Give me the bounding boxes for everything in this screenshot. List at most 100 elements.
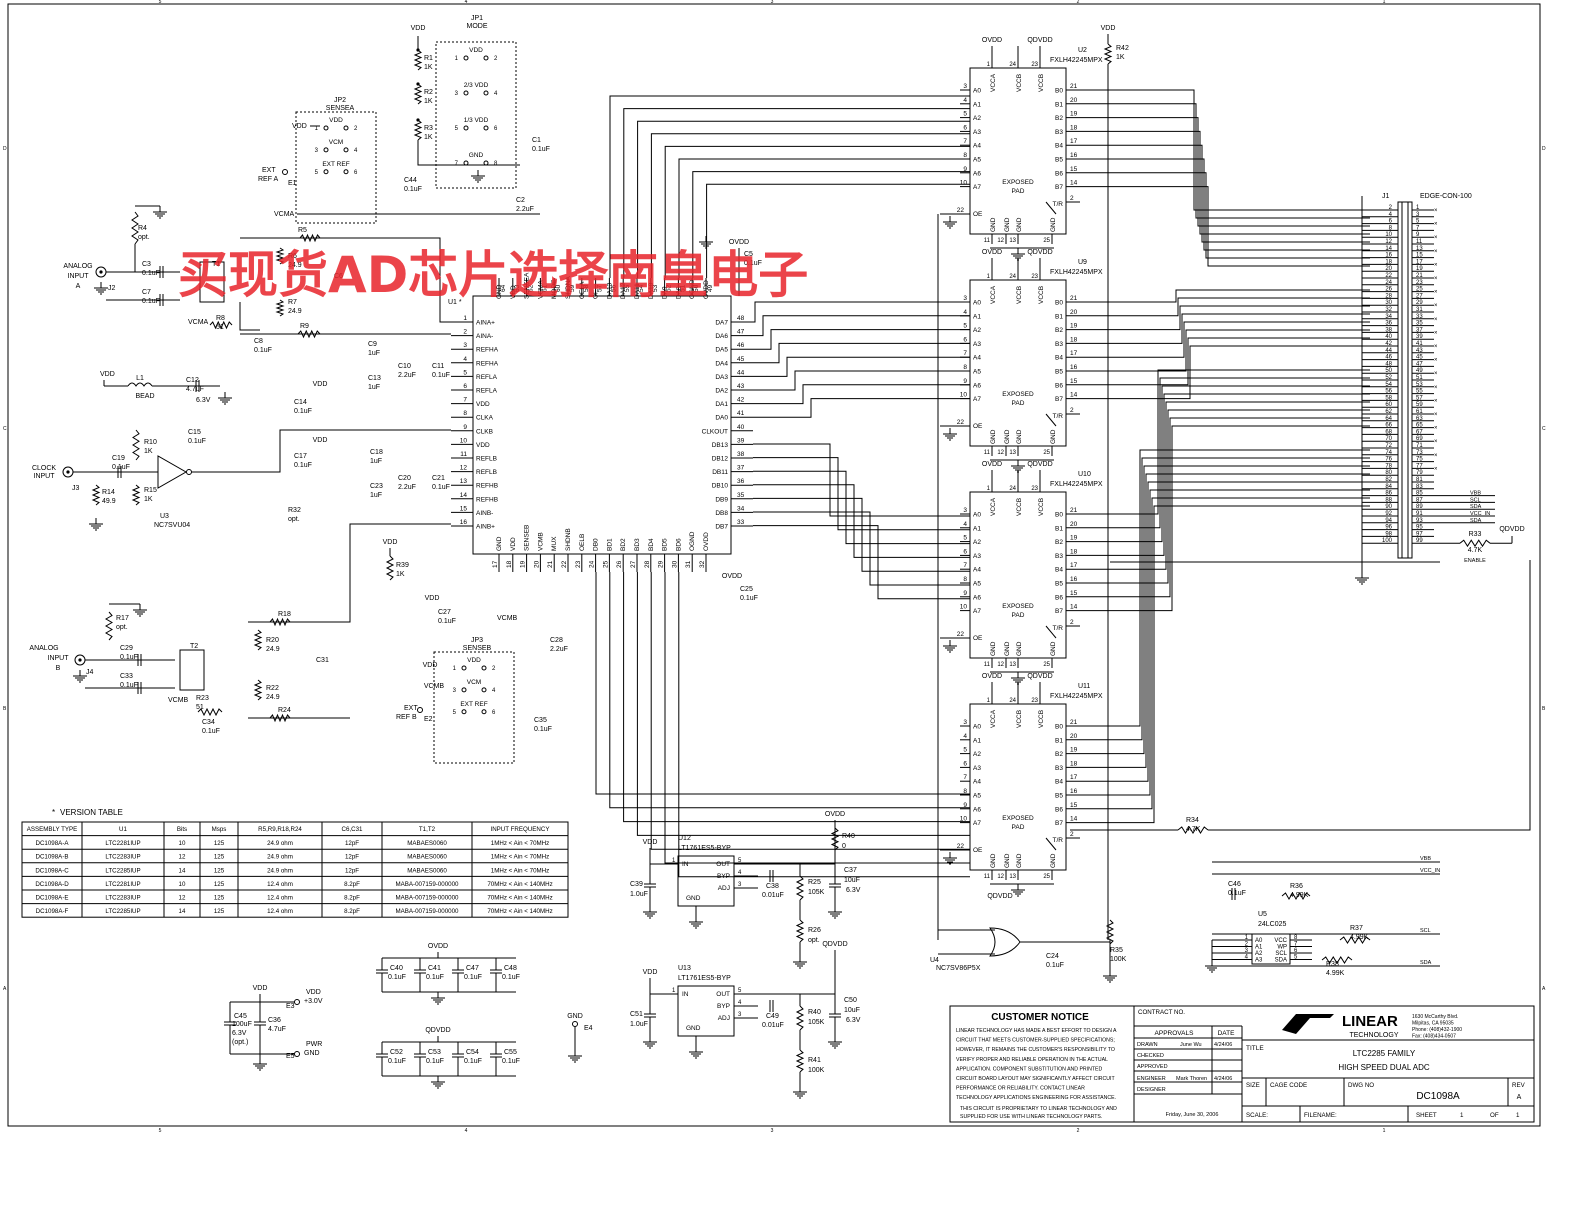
test-point-icon[interactable] <box>417 707 423 713</box>
jumper-pin[interactable] <box>483 55 489 61</box>
test-point-e4[interactable] <box>572 1021 578 1027</box>
jumper-pin[interactable] <box>463 90 469 96</box>
no-connect-icon: × <box>1434 358 1438 364</box>
part-value: 24LC025 <box>1258 921 1287 928</box>
pin-name: A5 <box>973 581 981 588</box>
pin-number: 40 <box>1385 334 1392 340</box>
pin-name: B0 <box>1055 300 1063 307</box>
pin-name: T/R <box>1053 837 1064 844</box>
jumper-pin[interactable] <box>323 147 329 153</box>
jumper-pin[interactable] <box>343 169 349 175</box>
version-cell: 125 <box>214 854 225 861</box>
pin-name: VDD <box>476 401 490 408</box>
drawing-title-1: LTC2285 FAMILY <box>1353 1049 1416 1058</box>
pin-number: 23 <box>1031 486 1038 492</box>
pin-name: REFHB <box>476 496 498 503</box>
jumper-pin[interactable] <box>461 709 467 715</box>
part-ref: C33 <box>120 673 133 680</box>
pin-number: 1 <box>315 126 319 132</box>
part-value: 4.7uF <box>186 386 204 393</box>
resistor-r40 <box>830 827 840 851</box>
pin-number: 51 <box>1416 375 1423 381</box>
net-label: E2 <box>424 716 433 723</box>
part-ref: C46 <box>1228 881 1241 888</box>
jumper-pin[interactable] <box>481 687 487 693</box>
jumper-pin[interactable] <box>343 147 349 153</box>
jumper-jp1[interactable] <box>435 41 517 189</box>
pin-number: 71 <box>1416 443 1423 449</box>
pin-name: GND <box>1016 429 1023 444</box>
jumper-pin[interactable] <box>481 665 487 671</box>
pin-number: 58 <box>583 284 590 292</box>
jumper-name: MODE <box>467 23 488 30</box>
net-label: A <box>76 283 81 290</box>
jumper-pin[interactable] <box>323 169 329 175</box>
pin-number: 12 <box>1385 239 1392 245</box>
pin-number: 12 <box>997 450 1004 456</box>
part-value: 2.2uF <box>550 646 568 653</box>
capacitor-c7 <box>159 294 164 306</box>
jumper-jp2[interactable] <box>295 111 377 224</box>
pin-name: B1 <box>1055 313 1063 320</box>
test-point-e5[interactable] <box>294 1051 300 1057</box>
pin-number: 55 <box>1416 389 1423 395</box>
part-value: (opt.) <box>232 1039 248 1046</box>
sma-connector-icon[interactable] <box>62 466 74 478</box>
pin-number: 27 <box>1416 293 1423 299</box>
pin-number: 21 <box>1070 295 1078 302</box>
pin-number: 11 <box>984 238 991 244</box>
part-ref: C7 <box>142 289 151 296</box>
buffer-ref: U11 <box>1078 683 1090 690</box>
pin-name: OF <box>593 290 600 299</box>
part-value: 1.0uF <box>630 1021 648 1028</box>
jumper-pin[interactable] <box>463 160 469 166</box>
pin-number: 2 <box>494 56 498 62</box>
pad-label: EXPOSED <box>1002 815 1034 822</box>
jumper-pin[interactable] <box>461 665 467 671</box>
no-connect-icon: × <box>1434 412 1438 418</box>
buffer-part: FXLH42245MPX <box>1050 481 1103 488</box>
ground-icon <box>943 216 957 229</box>
pin-number: 6 <box>494 126 498 132</box>
pin-number: 31 <box>685 560 692 568</box>
net-label: VCMB <box>168 697 189 704</box>
pin-name: B3 <box>1055 341 1063 348</box>
pin-number: 20 <box>1070 733 1078 740</box>
jumper-jp3[interactable] <box>433 651 515 764</box>
net-label: REF A <box>258 176 279 183</box>
sma-connector-icon[interactable] <box>95 266 107 278</box>
jumper-pin[interactable] <box>463 55 469 61</box>
pin-name: IN <box>682 861 689 868</box>
net-label: VBB <box>1470 491 1481 497</box>
jumper-pin[interactable] <box>463 125 469 131</box>
pin-name: VCCA <box>990 285 997 304</box>
jumper-pin[interactable] <box>483 90 489 96</box>
jumper-pin[interactable] <box>483 160 489 166</box>
jumper-pin[interactable] <box>461 687 467 693</box>
test-point-icon[interactable] <box>282 169 288 175</box>
pin-name: B3 <box>1055 129 1063 136</box>
jumper-pin[interactable] <box>343 125 349 131</box>
jumper-pin[interactable] <box>481 709 487 715</box>
jumper-pin[interactable] <box>323 125 329 131</box>
pin-name: B1 <box>1055 525 1063 532</box>
net-label: VDD <box>313 437 328 444</box>
pin-number: 41 <box>737 410 745 417</box>
part-value: BEAD <box>135 393 154 400</box>
pin-name: REFHA <box>476 360 499 367</box>
connector-ref: J1 <box>1382 193 1390 200</box>
test-point-e3[interactable] <box>294 999 300 1005</box>
pin-number: 15 <box>1070 802 1078 809</box>
no-connect-icon: × <box>1434 344 1438 350</box>
pin-number: 25 <box>1043 238 1050 244</box>
resistor-r22 <box>253 679 263 701</box>
part-value: 0.1uF <box>294 408 312 415</box>
pin-number: 5 <box>463 369 467 376</box>
pin-number: 61 <box>541 284 548 292</box>
pin-number: 4 <box>963 521 967 528</box>
sma-connector-icon[interactable] <box>74 654 86 666</box>
net-label: VDD <box>423 662 438 669</box>
part-value: 1K <box>396 571 405 578</box>
pin-number: 33 <box>737 519 745 526</box>
jumper-pin[interactable] <box>483 125 489 131</box>
